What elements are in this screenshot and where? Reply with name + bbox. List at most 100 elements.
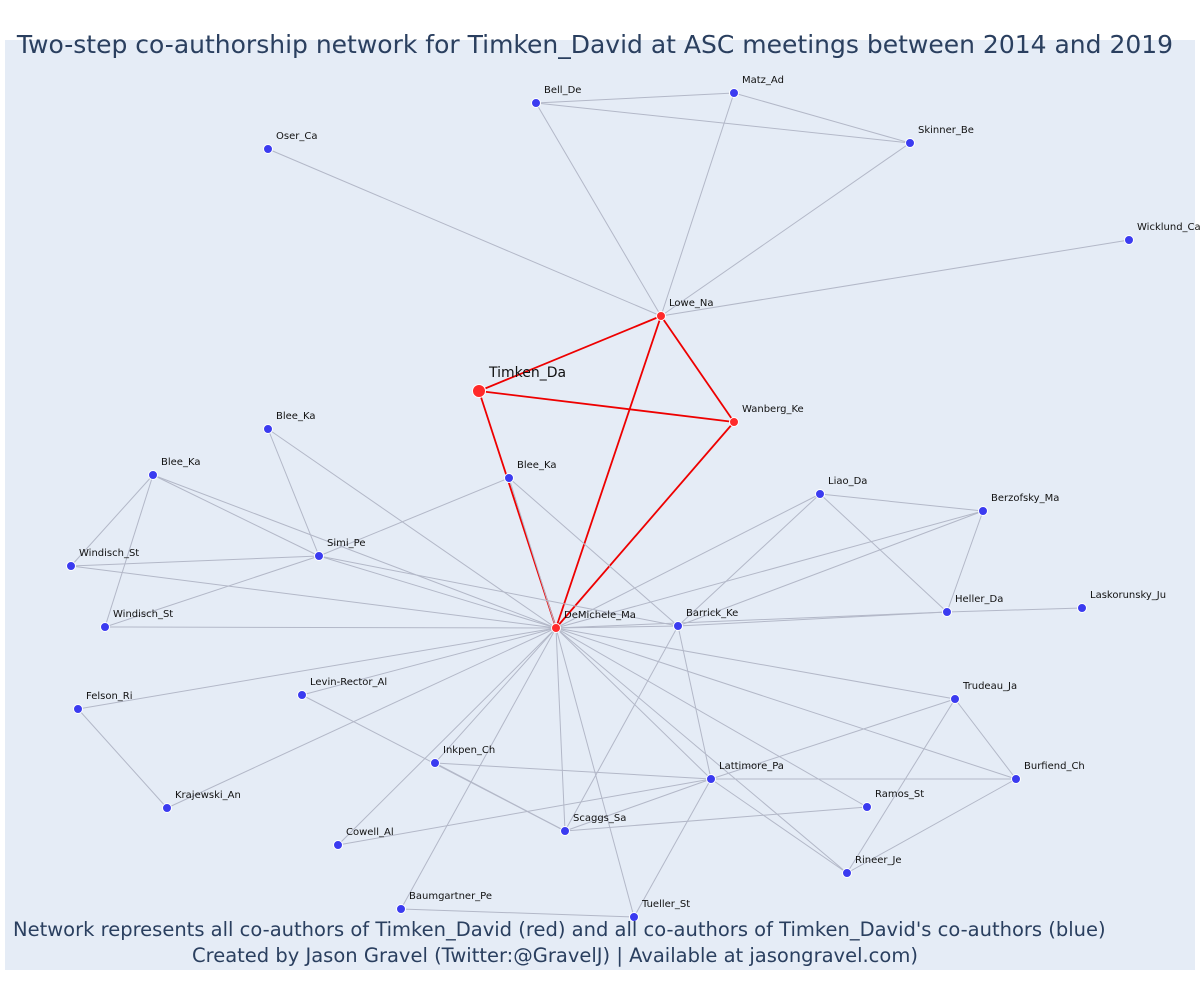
- node-windisch-st-2[interactable]: [100, 622, 110, 632]
- edge-berzofsky-ma-barrick-ke: [677, 510, 984, 627]
- edge-heller-da-laskorunsky-ju: [946, 607, 1083, 613]
- node-label-scaggs-sa: Scaggs_Sa: [573, 813, 626, 824]
- edge-blee-ka-3-demichele-ma: [508, 477, 557, 629]
- edge-tueller-st-demichele-ma: [555, 627, 635, 918]
- edge-bell-de-matz-ad: [535, 92, 735, 104]
- plot-background: [5, 40, 1195, 970]
- node-label-laskorunsky-ju: Laskorunsky_Ju: [1090, 590, 1166, 601]
- node-label-tueller-st: Tueller_St: [641, 899, 690, 910]
- node-scaggs-sa[interactable]: [560, 826, 570, 836]
- edge-lowe-na-skinner-be: [660, 142, 911, 317]
- node-label-barrick-ke: Barrick_Ke: [686, 608, 738, 619]
- edges-layer: [70, 92, 1130, 918]
- caption-line-1: Network represents all co-authors of Tim…: [13, 918, 1106, 941]
- edge-windisch-st-2-demichele-ma: [104, 626, 557, 629]
- node-label-levin-rector-al: Levin-Rector_Al: [310, 677, 387, 688]
- node-rineer-je[interactable]: [842, 868, 852, 878]
- edge-berzofsky-ma-heller-da: [946, 510, 984, 613]
- node-inkpen-ch[interactable]: [430, 758, 440, 768]
- node-label-demichele-ma: DeMichele_Ma: [564, 610, 636, 621]
- edge-liao-da-barrick-ke: [677, 493, 821, 627]
- node-oser-ca[interactable]: [263, 144, 273, 154]
- edge-blee-ka-2-simi-pe: [152, 474, 320, 557]
- node-baumgartner-pe[interactable]: [396, 904, 406, 914]
- node-label-windisch-st-2: Windisch_St: [113, 609, 173, 620]
- node-label-oser-ca: Oser_Ca: [276, 131, 317, 142]
- node-simi-pe[interactable]: [314, 551, 324, 561]
- node-wicklund-ca[interactable]: [1124, 235, 1134, 245]
- node-label-liao-da: Liao_Da: [828, 476, 867, 487]
- edge-lattimore-pa-rineer-je: [710, 778, 848, 874]
- node-label-bell-de: Bell_De: [544, 85, 581, 96]
- edge-liao-da-heller-da: [819, 493, 948, 613]
- edge-krajewski-an-demichele-ma: [166, 627, 557, 809]
- edge-lattimore-pa-demichele-ma: [555, 627, 712, 780]
- node-label-krajewski-an: Krajewski_An: [175, 790, 241, 801]
- node-label-berzofsky-ma: Berzofsky_Ma: [991, 493, 1059, 504]
- edge-blee-ka-1-simi-pe: [267, 428, 320, 557]
- edge-trudeau-ja-rineer-je: [846, 698, 956, 874]
- edge-wanberg-ke-demichele-ma: [555, 421, 735, 629]
- node-tueller-st[interactable]: [629, 912, 639, 922]
- edge-trudeau-ja-demichele-ma: [555, 627, 956, 700]
- edge-scaggs-sa-lattimore-pa: [564, 778, 712, 832]
- edge-windisch-st-1-simi-pe: [70, 555, 320, 567]
- edge-inkpen-ch-demichele-ma: [434, 627, 557, 764]
- node-timken-da[interactable]: [472, 384, 486, 398]
- edge-lowe-na-oser-ca: [267, 148, 662, 317]
- node-demichele-ma[interactable]: [551, 623, 561, 633]
- node-label-lattimore-pa: Lattimore_Pa: [719, 761, 784, 772]
- node-label-inkpen-ch: Inkpen_Ch: [443, 745, 495, 756]
- node-liao-da[interactable]: [815, 489, 825, 499]
- node-label-felson-ri: Felson_Ri: [86, 691, 133, 702]
- node-blee-ka-1[interactable]: [263, 424, 273, 434]
- edge-blee-ka-3-simi-pe: [318, 477, 510, 557]
- node-windisch-st-1[interactable]: [66, 561, 76, 571]
- edge-inkpen-ch-scaggs-sa: [434, 762, 566, 832]
- node-lattimore-pa[interactable]: [706, 774, 716, 784]
- edge-lowe-na-bell-de: [535, 102, 662, 317]
- node-heller-da[interactable]: [942, 607, 952, 617]
- node-wanberg-ke[interactable]: [729, 417, 739, 427]
- node-felson-ri[interactable]: [73, 704, 83, 714]
- node-cowell-al[interactable]: [333, 840, 343, 850]
- node-burfiend-ch[interactable]: [1011, 774, 1021, 784]
- edge-matz-ad-skinner-be: [733, 92, 911, 144]
- edge-barrick-ke-demichele-ma: [555, 625, 679, 629]
- edge-burfiend-ch-demichele-ma: [555, 627, 1017, 780]
- node-label-rineer-je: Rineer_Je: [855, 855, 902, 866]
- node-bell-de[interactable]: [531, 98, 541, 108]
- node-label-cowell-al: Cowell_Al: [346, 827, 394, 838]
- node-label-simi-pe: Simi_Pe: [327, 538, 365, 549]
- node-krajewski-an[interactable]: [162, 803, 172, 813]
- node-skinner-be[interactable]: [905, 138, 915, 148]
- edge-burfiend-ch-rineer-je: [846, 778, 1017, 874]
- node-laskorunsky-ju[interactable]: [1077, 603, 1087, 613]
- node-blee-ka-3[interactable]: [504, 473, 514, 483]
- node-barrick-ke[interactable]: [673, 621, 683, 631]
- edge-heller-da-barrick-ke: [677, 611, 948, 627]
- node-matz-ad[interactable]: [729, 88, 739, 98]
- edge-barrick-ke-lattimore-pa: [677, 625, 712, 780]
- edge-levin-rector-al-demichele-ma: [301, 627, 557, 696]
- edge-cowell-al-demichele-ma: [337, 627, 557, 846]
- node-levin-rector-al[interactable]: [297, 690, 307, 700]
- edge-scaggs-sa-demichele-ma: [555, 627, 566, 832]
- node-label-ramos-st: Ramos_St: [875, 789, 924, 800]
- edge-simi-pe-barrick-ke: [318, 555, 679, 627]
- node-ramos-st[interactable]: [862, 802, 872, 812]
- edge-lowe-na-wanberg-ke: [660, 315, 735, 423]
- edge-trudeau-ja-burfiend-ch: [954, 698, 1017, 780]
- node-label-trudeau-ja: Trudeau_Ja: [962, 681, 1017, 692]
- node-blee-ka-2[interactable]: [148, 470, 158, 480]
- edge-timken-da-lowe-na: [478, 315, 662, 392]
- node-label-timken-da: Timken_Da: [488, 365, 566, 381]
- edge-blee-ka-3-barrick-ke: [508, 477, 679, 627]
- edge-liao-da-demichele-ma: [555, 493, 821, 629]
- node-trudeau-ja[interactable]: [950, 694, 960, 704]
- node-berzofsky-ma[interactable]: [978, 506, 988, 516]
- chart-title: Two-step co-authorship network for Timke…: [16, 30, 1174, 59]
- node-lowe-na[interactable]: [656, 311, 666, 321]
- node-label-blee-ka-2: Blee_Ka: [161, 457, 200, 468]
